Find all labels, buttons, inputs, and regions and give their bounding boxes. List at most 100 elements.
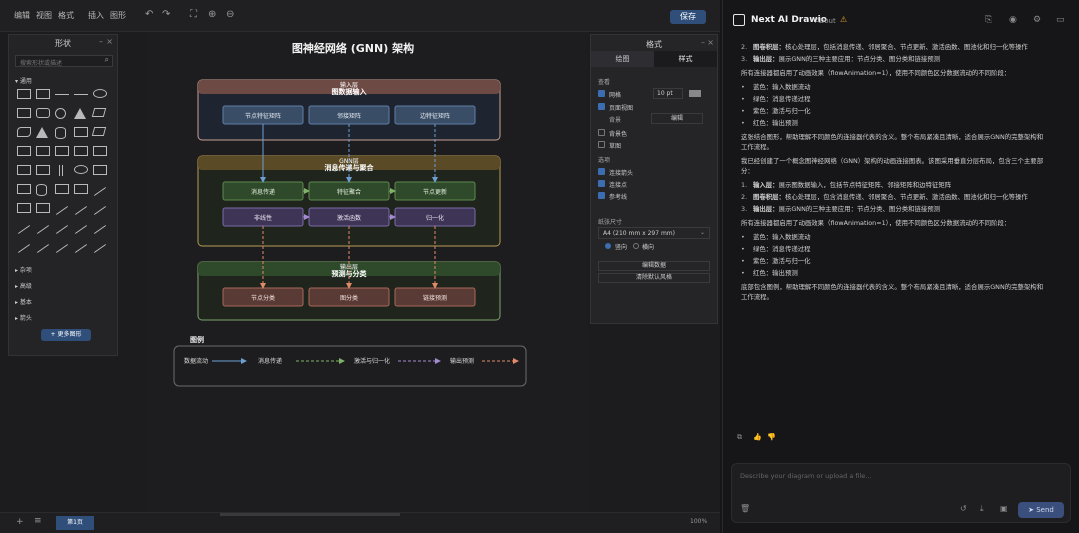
landscape-radio[interactable] — [633, 243, 639, 249]
page-tab[interactable]: 第1页 — [56, 516, 94, 530]
shape-tile[interactable] — [91, 127, 107, 136]
shape-tile[interactable] — [55, 94, 69, 98]
save-button[interactable]: 保存 — [670, 10, 706, 24]
diagram-canvas[interactable]: 图神经网络 (GNN) 架构 输入层 图数据输入 节点特征矩阵 邻接矩阵 边特征… — [148, 32, 588, 512]
trash-icon[interactable]: 🗑 — [740, 504, 751, 513]
shape-tile[interactable] — [17, 203, 31, 213]
guides-checkbox[interactable] — [598, 192, 605, 199]
section-arrows[interactable]: ▸ 箭头 — [15, 315, 32, 322]
shape-tile[interactable] — [36, 127, 48, 138]
undo-icon[interactable]: ↶ — [145, 9, 154, 20]
about-link[interactable]: About — [815, 17, 836, 25]
shape-tile[interactable] — [55, 225, 69, 234]
shape-tile[interactable] — [74, 146, 88, 156]
collapse-icon[interactable]: – — [99, 37, 103, 46]
more-shapes-button[interactable]: + 更多图形 — [41, 329, 91, 341]
shape-tile[interactable] — [55, 184, 69, 194]
shape-tile[interactable] — [74, 127, 88, 137]
menu-edit[interactable]: 编辑 — [14, 11, 30, 20]
shape-tile[interactable] — [93, 146, 107, 156]
collapse-panel-icon[interactable]: ▭ — [1056, 15, 1065, 25]
github-icon[interactable]: ◉ — [1009, 15, 1017, 25]
zoom-level[interactable]: 100% — [690, 518, 708, 525]
shape-tile[interactable] — [93, 89, 107, 98]
zoom-out-icon[interactable]: ⊖ — [226, 9, 235, 20]
shape-tile[interactable] — [93, 165, 107, 175]
shape-tile[interactable] — [91, 108, 107, 117]
clear-default-style-button[interactable]: 清除默认风格 — [598, 273, 710, 283]
zoom-in-icon[interactable]: ⊕ — [208, 9, 217, 20]
shape-tile[interactable] — [36, 184, 47, 196]
shape-search-input[interactable]: 搜索形状或描述 — [15, 55, 113, 67]
shape-tile[interactable] — [93, 244, 107, 253]
shape-tile[interactable] — [17, 225, 31, 234]
shape-tile[interactable] — [74, 244, 88, 253]
warning-icon[interactable]: ⚠ — [840, 15, 848, 24]
shape-tile[interactable] — [36, 146, 50, 156]
section-advanced[interactable]: ▸ 高级 — [15, 283, 32, 290]
menu-shape[interactable]: 图形 — [110, 11, 126, 20]
tab-diagram[interactable]: 绘图 — [591, 51, 654, 67]
shape-tile[interactable] — [74, 94, 88, 98]
horizontal-scrollbar[interactable] — [220, 513, 400, 516]
shape-tile[interactable] — [55, 127, 66, 139]
shape-tile[interactable] — [36, 203, 50, 213]
portrait-radio[interactable] — [605, 243, 611, 249]
shape-tile[interactable] — [17, 127, 31, 137]
shape-tile[interactable] — [74, 108, 86, 119]
shape-tile[interactable] — [74, 165, 88, 174]
menu-format[interactable]: 格式 — [58, 11, 74, 20]
settings-icon[interactable]: ⚙ — [1033, 15, 1042, 25]
page-size-select[interactable]: A4 (210 mm x 297 mm)⌄ — [598, 227, 710, 239]
shape-tile[interactable] — [55, 108, 66, 119]
shape-tile[interactable] — [93, 206, 107, 215]
new-chat-icon[interactable]: ⎘ — [985, 15, 993, 25]
collapse-icon[interactable]: – — [701, 38, 705, 47]
download-icon[interactable]: ⤓ — [980, 504, 984, 513]
diagram-title[interactable]: 图神经网络 (GNN) 架构 — [292, 41, 414, 55]
edit-data-button[interactable]: 编辑数据 — [598, 261, 710, 271]
pages-menu-icon[interactable]: ≡ — [34, 516, 42, 526]
shape-tile[interactable] — [17, 165, 31, 175]
chat-input[interactable]: Describe your diagram or upload a file..… — [740, 472, 872, 480]
shape-tile[interactable] — [59, 165, 63, 176]
section-misc[interactable]: ▸ 杂项 — [15, 267, 32, 274]
thumbs-down-icon[interactable]: 👎 — [767, 433, 776, 441]
sketch-checkbox[interactable] — [598, 141, 605, 148]
close-icon[interactable]: × — [707, 38, 714, 47]
add-page-icon[interactable]: + — [16, 517, 24, 527]
edit-background-button[interactable]: 编辑 — [651, 113, 703, 124]
shape-tile[interactable] — [17, 184, 31, 194]
shape-tile[interactable] — [55, 206, 69, 215]
page-view-checkbox[interactable] — [598, 103, 605, 110]
shape-tile[interactable] — [55, 244, 69, 253]
attach-image-icon[interactable]: ▣ — [1000, 504, 1008, 513]
connection-points-checkbox[interactable] — [598, 180, 605, 187]
shape-tile[interactable] — [36, 165, 50, 175]
shape-tile[interactable] — [74, 206, 88, 215]
menu-insert[interactable]: 插入 — [88, 11, 104, 20]
shape-tile[interactable] — [36, 108, 50, 118]
shape-tile[interactable] — [17, 146, 31, 156]
shape-tile[interactable] — [74, 225, 88, 234]
legend-box[interactable] — [173, 345, 527, 387]
shape-tile[interactable] — [55, 146, 69, 156]
grid-size-input[interactable]: 10 pt — [653, 88, 683, 99]
shape-tile[interactable] — [36, 89, 50, 99]
redo-icon[interactable]: ↷ — [162, 9, 171, 20]
grid-checkbox[interactable] — [598, 90, 605, 97]
close-icon[interactable]: × — [106, 37, 113, 46]
grid-color-swatch[interactable] — [689, 90, 701, 97]
background-color-checkbox[interactable] — [598, 129, 605, 136]
shape-tile[interactable] — [74, 184, 88, 194]
copy-icon[interactable]: ⧉ — [737, 433, 742, 441]
tab-style[interactable]: 样式 — [654, 51, 717, 67]
shape-tile[interactable] — [17, 108, 31, 118]
shape-tile[interactable] — [93, 187, 107, 196]
section-general[interactable]: ▾ 通用 — [15, 78, 32, 85]
thumbs-up-icon[interactable]: 👍 — [753, 433, 762, 441]
shape-tile[interactable] — [17, 89, 31, 99]
send-button[interactable]: ➤ Send — [1018, 502, 1064, 518]
section-basic[interactable]: ▸ 基本 — [15, 299, 32, 306]
history-icon[interactable]: ↺ — [960, 504, 967, 513]
